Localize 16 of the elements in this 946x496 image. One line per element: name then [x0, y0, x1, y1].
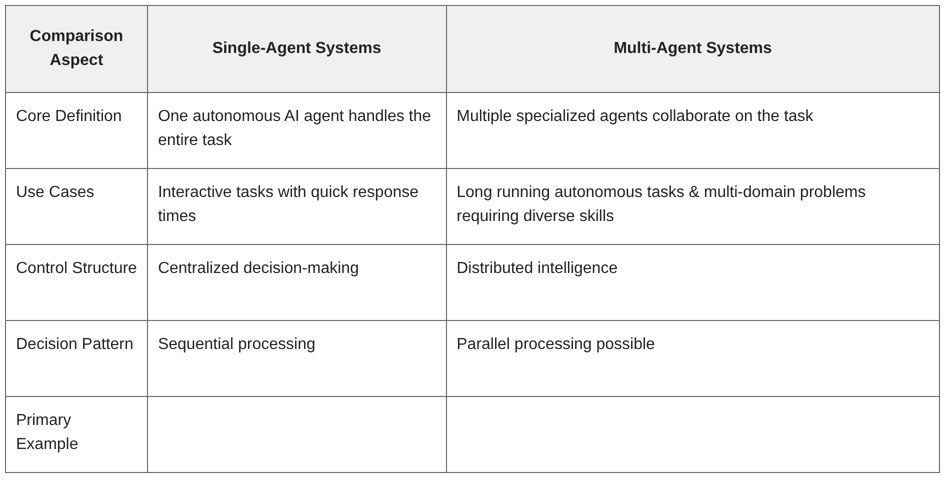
- table-cell: Sequential processing: [147, 320, 446, 396]
- row-header: Use Cases: [6, 168, 148, 244]
- column-header: Comparison Aspect: [6, 6, 148, 92]
- table-cell: Multiple specialized agents collaborate on the task: [446, 92, 940, 168]
- row-header: Primary Example: [6, 396, 148, 472]
- table-cell: Centralized decision-making: [147, 244, 446, 320]
- row-header: Control Structure: [6, 244, 148, 320]
- table-cell: Distributed intelligence: [446, 244, 940, 320]
- column-header: Multi-Agent Systems: [446, 6, 940, 92]
- row-header: Decision Pattern: [6, 320, 148, 396]
- table-cell: Parallel processing possible: [446, 320, 940, 396]
- table-cell: Interactive tasks with quick response times: [147, 168, 446, 244]
- table-cell: Long running autonomous tasks & multi-domain problems requiring diverse skills: [446, 168, 940, 244]
- table-cell: One autonomous AI agent handles the entire task: [147, 92, 446, 168]
- row-header: Core Definition: [6, 92, 148, 168]
- column-header: Single-Agent Systems: [147, 6, 446, 92]
